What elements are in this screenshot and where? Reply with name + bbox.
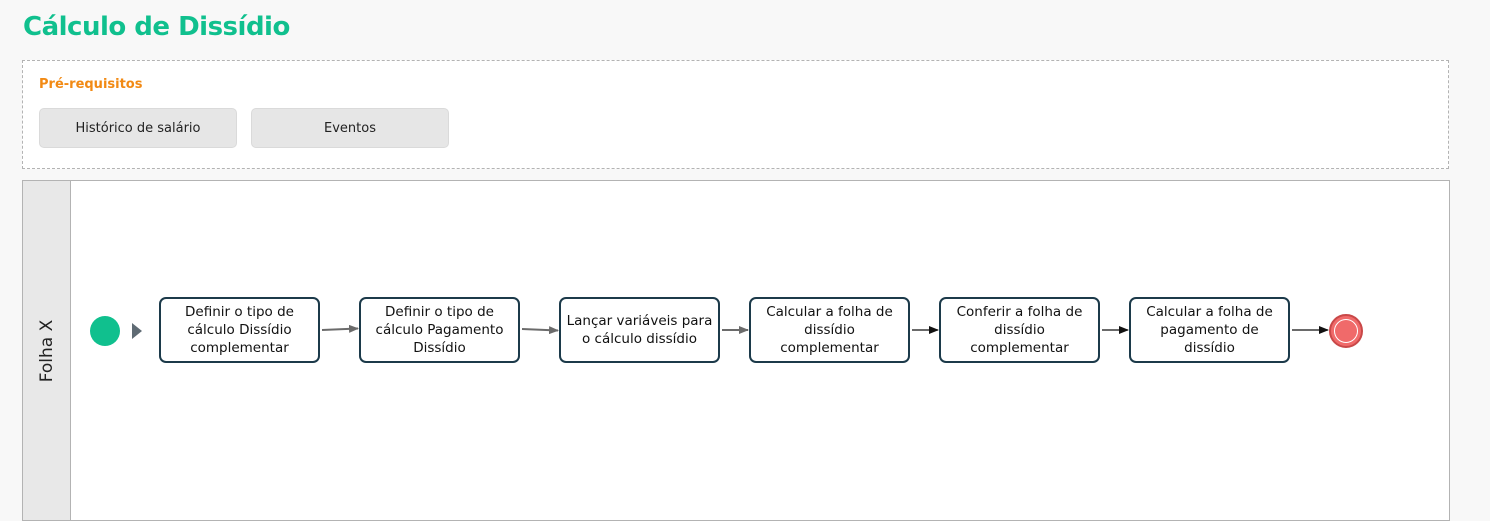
task-label-line: Conferir a folha de [956,304,1083,320]
task-lancar-variaveis[interactable]: Lançar variáveis para o cálculo dissídio [559,297,720,363]
flow-task2-task3 [521,326,559,335]
task-label-line: pagamento de [1160,322,1259,338]
task-label-line: complementar [970,340,1069,356]
prereq-eventos-button[interactable]: Eventos [251,108,449,148]
task-label-line: complementar [190,340,289,356]
task-label-line: o cálculo dissídio [581,331,697,347]
task-label-line: Definir o tipo de [385,304,494,320]
task-label-line: Lançar variáveis para [566,313,713,329]
task-conferir-folha-dissidio-complementar[interactable]: Conferir a folha de dissídio complementar [939,297,1100,363]
task-definir-tipo-dissidio-complementar[interactable]: Definir o tipo de cálculo Dissídio complem… [159,297,320,363]
lane-header: Folha X [23,181,71,520]
task-label-line: dissídio [1184,340,1235,356]
task-calcular-folha-pagamento-dissidio[interactable]: Calcular a folha de pagamento de dissídio [1129,297,1290,363]
task-label-line: cálculo Pagamento [375,322,504,338]
prerequisites-panel: Pré-requisitos Histórico de salário Even… [22,60,1449,169]
task-label-line: complementar [780,340,879,356]
task-label-line: dissídio [804,322,855,338]
start-indicator-arrow [132,323,142,339]
task-calcular-folha-dissidio-complementar[interactable]: Calcular a folha de dissídio complementar [749,297,910,363]
task-label-line: Definir o tipo de [185,304,294,320]
end-event[interactable] [1329,314,1363,348]
task-label-line: dissídio [994,322,1045,338]
prerequisites-label: Pré-requisitos [39,77,143,92]
task-label-line: Calcular a folha de [1146,304,1273,320]
start-event[interactable] [90,316,120,346]
task-label-line: Dissídio [413,340,466,356]
flow-task1-task2 [321,324,359,333]
task-label-line: Calcular a folha de [766,304,893,320]
page-title: Cálculo de Dissídio [23,12,290,42]
prereq-historico-salario-button[interactable]: Histórico de salário [39,108,237,148]
task-label-line: cálculo Dissídio [187,322,292,338]
